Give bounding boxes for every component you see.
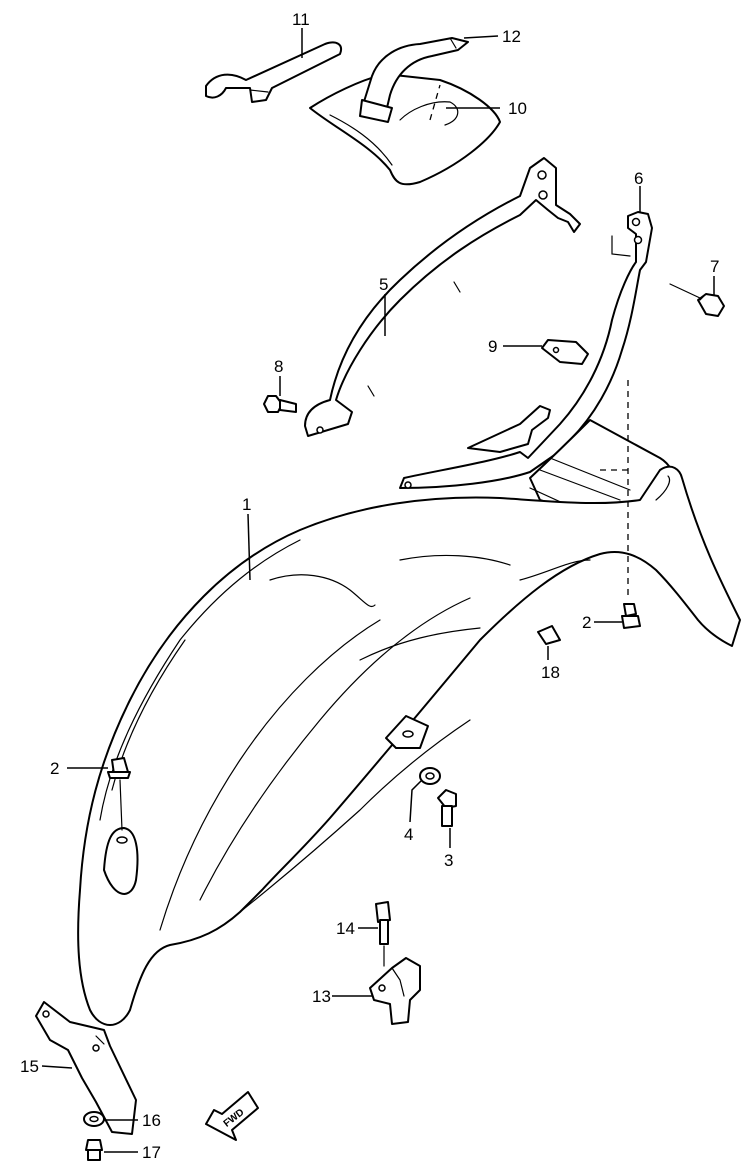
callout-18: 18 bbox=[541, 663, 560, 682]
callout-8: 8 bbox=[274, 357, 283, 376]
callout-numbers: 11 12 10 6 7 5 9 8 1 2 18 2 4 3 14 13 15… bbox=[20, 10, 719, 1162]
bolt-2-lower-part[interactable] bbox=[107, 757, 131, 779]
screw-17-part[interactable] bbox=[85, 1139, 103, 1161]
lever-part[interactable] bbox=[205, 41, 342, 103]
callout-7: 7 bbox=[710, 257, 719, 276]
callout-6: 6 bbox=[634, 169, 643, 188]
leader-lines bbox=[41, 28, 715, 1153]
callout-4: 4 bbox=[404, 825, 413, 844]
pad-18-part[interactable] bbox=[537, 625, 561, 645]
forward-direction-arrow: FWD bbox=[205, 1091, 259, 1141]
callout-5: 5 bbox=[379, 275, 388, 294]
strap-part[interactable] bbox=[359, 37, 469, 123]
bracket-13-part[interactable] bbox=[369, 957, 421, 1025]
reflector-bracket-15-part[interactable] bbox=[35, 1001, 137, 1135]
callout-13: 13 bbox=[312, 987, 331, 1006]
rear-fender-part[interactable] bbox=[77, 465, 741, 1026]
bolt-8-part[interactable] bbox=[263, 395, 297, 413]
callout-11: 11 bbox=[292, 10, 310, 29]
bolt-14-part[interactable] bbox=[375, 901, 391, 945]
bracket-9-part[interactable] bbox=[541, 339, 589, 365]
washer-4-part[interactable] bbox=[419, 767, 441, 785]
callout-9: 9 bbox=[488, 337, 497, 356]
seat-cover-part[interactable] bbox=[309, 73, 501, 186]
callout-1: 1 bbox=[242, 495, 251, 514]
callout-2-right: 2 bbox=[582, 613, 591, 632]
callout-2-left: 2 bbox=[50, 759, 59, 778]
grab-rail-left-part[interactable] bbox=[304, 157, 581, 437]
bolt-7-part[interactable] bbox=[669, 283, 725, 317]
callout-14: 14 bbox=[336, 919, 355, 938]
callout-17: 17 bbox=[142, 1143, 161, 1162]
callout-12: 12 bbox=[502, 27, 521, 46]
assembly-lines bbox=[119, 84, 629, 967]
callout-16: 16 bbox=[142, 1111, 161, 1130]
callout-15: 15 bbox=[20, 1057, 39, 1076]
bolt-2-upper-part[interactable] bbox=[621, 603, 641, 629]
screw-3-part[interactable] bbox=[437, 789, 457, 827]
callout-3: 3 bbox=[444, 851, 453, 870]
callout-10: 10 bbox=[508, 99, 527, 118]
nut-16-part[interactable] bbox=[83, 1111, 105, 1127]
